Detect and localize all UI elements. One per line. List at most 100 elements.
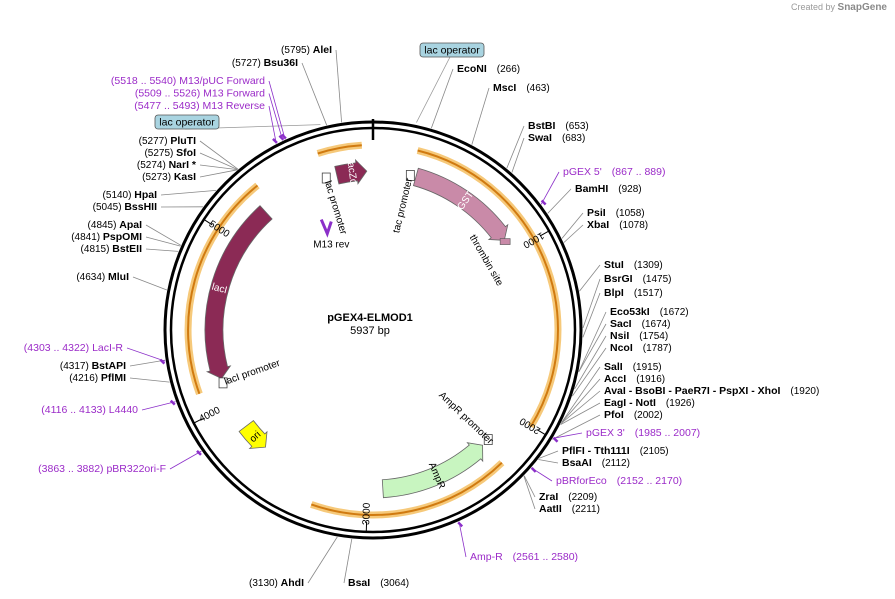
- primer-label-M13rev: M13 rev: [313, 240, 349, 251]
- site-position: (1787): [643, 343, 672, 354]
- scale-tick-5000: [203, 219, 213, 226]
- site-label-0: BsaI (3064): [348, 577, 409, 589]
- primer-label-0: (4303 .. 4322) LacI-R: [24, 342, 124, 354]
- site-leader-3: [199, 169, 238, 178]
- primer-leader-2: [268, 105, 277, 144]
- site-label-1: (4841) PspOMI: [71, 231, 142, 243]
- site-name: BamHI: [575, 183, 608, 195]
- site-label-0: (4845) ApaI: [88, 219, 143, 231]
- primer-tick-0: [540, 199, 547, 206]
- site-label-0: BstBI(653): [528, 120, 589, 132]
- lac-operator-label-1: lac operator: [159, 117, 215, 129]
- site-name: SfoI: [176, 147, 196, 159]
- promoter-label-tac1: tac promoter: [391, 176, 415, 234]
- site-position: (4317): [60, 361, 92, 372]
- site-leader-0: [539, 450, 559, 459]
- lac-operator-leader-0: [416, 56, 451, 123]
- site-leader-1: [199, 152, 238, 170]
- site-leader-1: [563, 224, 584, 243]
- site-leader-0: [579, 264, 601, 292]
- feature-lacI: [204, 205, 273, 379]
- primer-tick-1: [278, 134, 285, 141]
- site-position: (2561 .. 2580): [513, 551, 578, 563]
- site-position: (2152 .. 2170): [617, 475, 682, 487]
- site-name: EagI - NotI: [604, 397, 656, 409]
- site-name: AatII: [539, 503, 562, 515]
- site-label-1: SacI(1674): [610, 318, 671, 330]
- site-name: PsiI: [587, 207, 606, 219]
- site-name: BsaI: [348, 577, 370, 589]
- site-leader-3: [560, 402, 601, 425]
- site-position: (5727): [232, 58, 264, 69]
- orf-line-0: [317, 144, 362, 155]
- site-label-0: (4634) MluI: [76, 271, 129, 283]
- primer-mark-M13rev: [319, 218, 333, 238]
- site-name: pBR322ori-F: [106, 463, 166, 475]
- site-leader-2: [582, 292, 601, 338]
- site-name: PspOMI: [103, 231, 142, 243]
- site-position: (1058): [616, 208, 645, 219]
- site-label-3: (5273) KasI: [142, 171, 196, 183]
- feature-ori: [238, 420, 268, 449]
- site-label-3: NcoI(1787): [610, 342, 672, 354]
- primer-tick-0: [196, 449, 202, 456]
- primer-label-2: (5477 .. 5493) M13 Reverse: [134, 100, 265, 112]
- site-name: AccI: [604, 373, 626, 385]
- site-label-0: PsiI (1058): [587, 207, 645, 219]
- lac-operator-box-0: [419, 42, 485, 58]
- site-name: PfoI: [604, 409, 624, 421]
- site-name: NsiI: [610, 330, 629, 342]
- site-position: (5277): [139, 136, 171, 147]
- site-position: (5509 .. 5526): [135, 88, 203, 100]
- primer-label-0: Amp-R(2561 .. 2580): [470, 551, 578, 563]
- site-name: AhdI: [281, 577, 304, 589]
- site-position: (5518 .. 5540): [111, 75, 179, 87]
- site-label-0: (5140) HpaI: [103, 189, 158, 201]
- site-position: (4845): [88, 220, 120, 231]
- site-name: StuI: [604, 259, 624, 271]
- site-name: M13 Forward: [203, 88, 265, 100]
- site-label-0: ZraI(2209): [539, 491, 597, 503]
- site-leader-0: [547, 188, 572, 214]
- site-leader-2: [574, 335, 607, 390]
- site-leader-0: [301, 62, 328, 126]
- site-position: (2002): [634, 410, 663, 421]
- site-position: (3064): [380, 578, 409, 589]
- site-name: BsaAI: [562, 457, 592, 469]
- primer-leader-0: [169, 450, 202, 470]
- site-leader-0: [145, 224, 182, 246]
- site-leader-0: [129, 359, 166, 367]
- site-position: (5275): [144, 148, 176, 159]
- site-leader-0: [335, 49, 342, 123]
- site-name: L4440: [109, 404, 138, 416]
- site-leader-0: [561, 212, 584, 239]
- primer-tick-0: [530, 466, 537, 473]
- site-leader-0: [132, 276, 168, 291]
- site-name: ZraI: [539, 491, 558, 503]
- site-label-2: BlpI(1517): [604, 287, 663, 299]
- site-name: MluI: [108, 271, 129, 283]
- feature-label-lacZa: lacZα: [344, 159, 358, 185]
- site-leader-0: [561, 366, 601, 423]
- site-position: (4634): [76, 272, 108, 283]
- site-label-1: AatII(2211): [539, 503, 600, 515]
- site-name: PflFI - Tth111I: [562, 445, 630, 457]
- site-position: (2112): [602, 458, 630, 469]
- primer-tick-2: [272, 138, 278, 144]
- primer-tick-0: [280, 133, 287, 140]
- site-position: (1985 .. 2007): [635, 427, 700, 439]
- site-label-0: Eco53kI(1672): [610, 306, 689, 318]
- site-leader-1: [561, 378, 601, 423]
- site-leader-0: [199, 140, 239, 170]
- site-name: MscI: [493, 82, 516, 94]
- primer-tick-0: [552, 436, 559, 443]
- promoter-mark-AmpR_prom: [483, 434, 493, 445]
- promoter-mark-tac1: [405, 170, 415, 181]
- primer-label-0: (5518 .. 5540) M13/pUC Forward: [111, 75, 265, 87]
- scale-tick-4000: [193, 418, 203, 424]
- site-name: BstBI: [528, 120, 556, 132]
- site-label-1: AccI(1916): [604, 373, 665, 385]
- site-position: (1672): [660, 307, 689, 318]
- site-label-2: (4815) BstEII: [81, 243, 143, 255]
- orf-line-1: [417, 149, 559, 428]
